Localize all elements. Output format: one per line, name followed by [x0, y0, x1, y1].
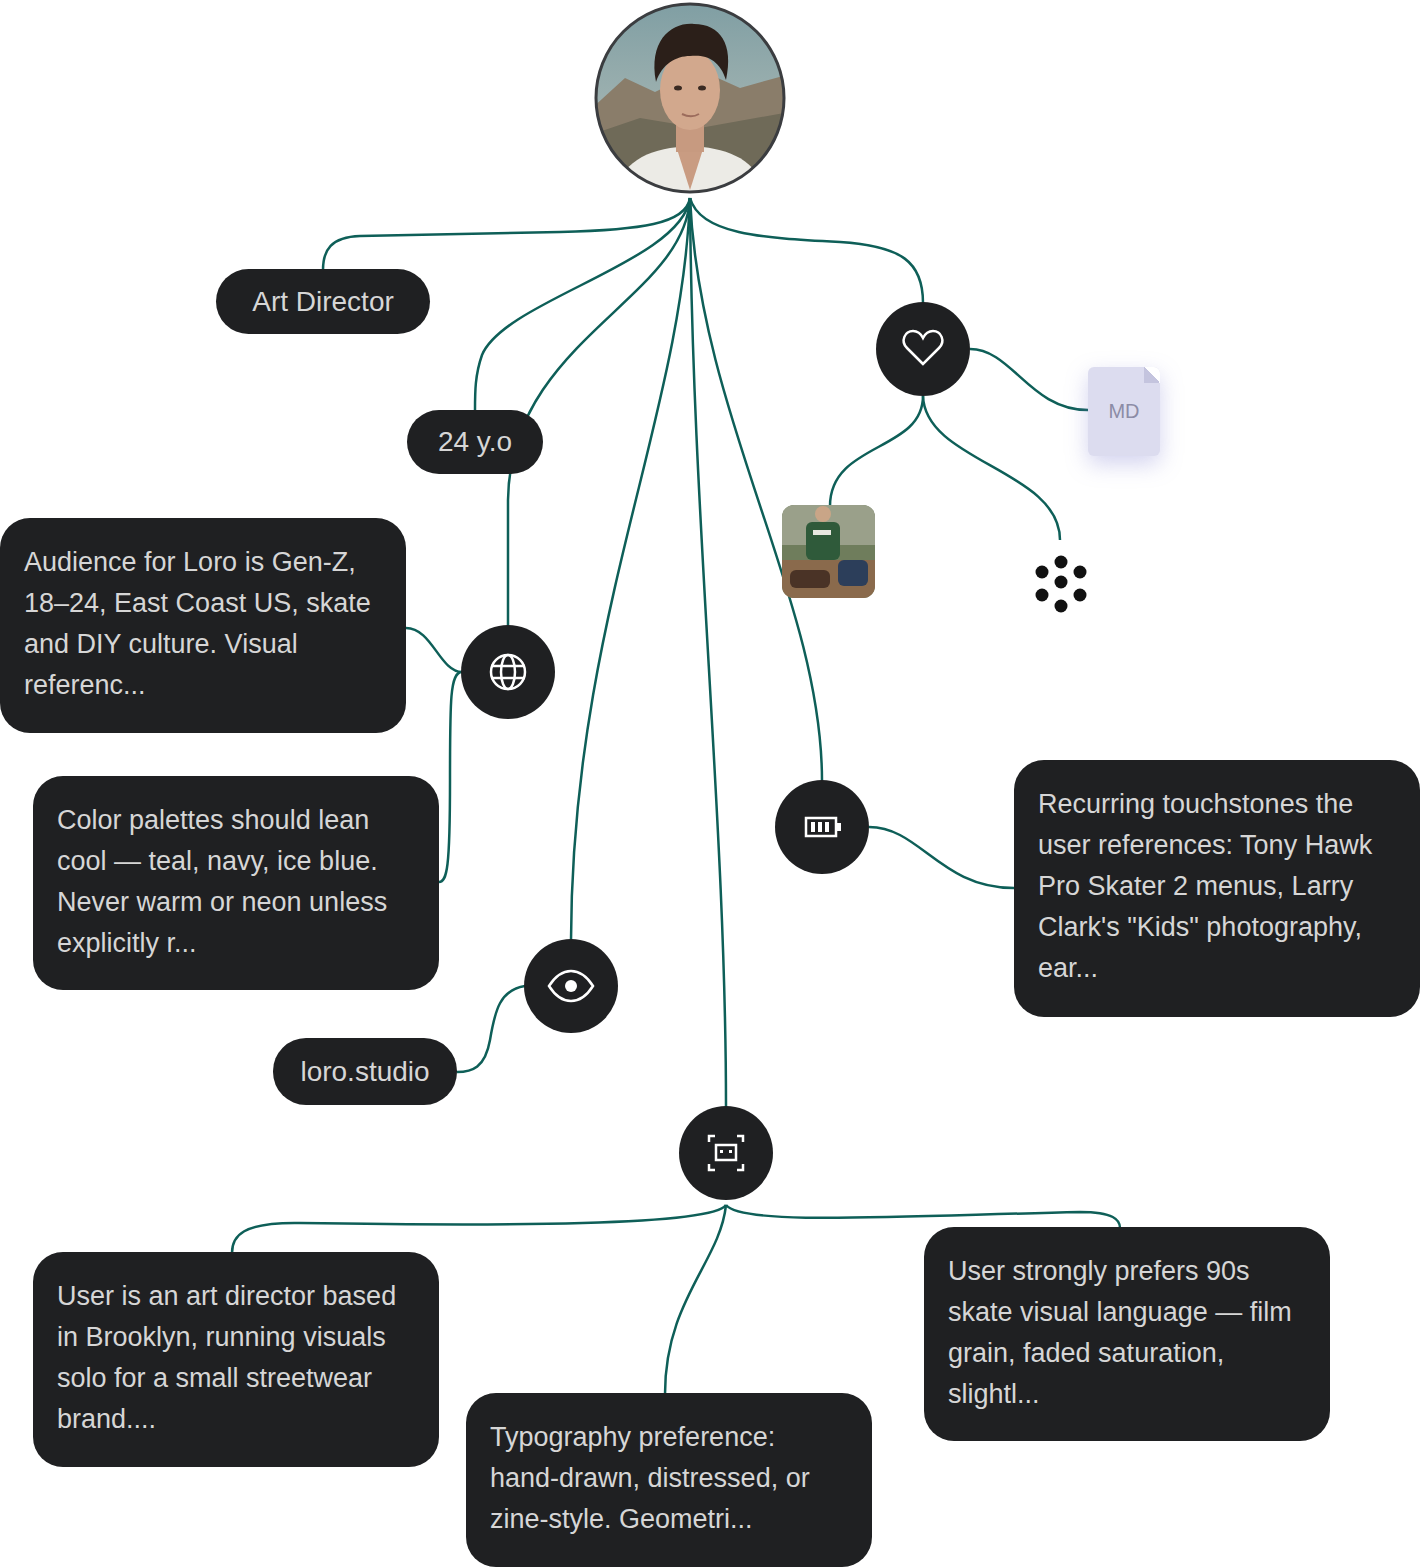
- photo-hills: [590, 112, 790, 200]
- hub-icon: [876, 302, 970, 396]
- photo-jacket: [806, 522, 840, 560]
- avatar-photo: [590, 0, 790, 200]
- node-text: loro.studio: [300, 1056, 429, 1088]
- battery-bar: [811, 822, 815, 832]
- dot: [1074, 589, 1087, 602]
- robot-symbol: [709, 1136, 743, 1170]
- wire: [690, 198, 923, 303]
- photo-backdrop: [782, 505, 875, 598]
- wire: [232, 1205, 726, 1253]
- wire: [323, 198, 690, 270]
- wire: [923, 396, 1060, 540]
- node-text: 24 y.o: [438, 426, 512, 458]
- node-text: Audience for Loro is Gen-Z, 18–24, East …: [24, 542, 384, 706]
- avatar-ring: [596, 4, 784, 192]
- profile-pill: loro.studio: [273, 1038, 457, 1105]
- profile-pill: 24 y.o: [407, 410, 543, 474]
- dot: [1055, 600, 1068, 613]
- wire: [690, 198, 822, 781]
- hub-circle: [461, 625, 555, 719]
- globe-meridian: [501, 655, 515, 689]
- battery-symbol: [806, 818, 841, 836]
- dot: [1055, 556, 1068, 569]
- photo-neck: [676, 118, 704, 152]
- node-text: User strongly prefers 90s skate visual l…: [948, 1251, 1308, 1415]
- hub-icon: [775, 780, 869, 874]
- scan-corners: [709, 1136, 743, 1170]
- dot: [1036, 589, 1049, 602]
- hub-icon: [679, 1106, 773, 1200]
- wire: [439, 672, 462, 882]
- wire: [830, 396, 923, 506]
- wire: [726, 1205, 1120, 1228]
- robot-face: [716, 1145, 736, 1160]
- node-text: Typography preference: hand-drawn, distr…: [490, 1417, 850, 1540]
- photo-neck: [676, 146, 704, 190]
- hub-circle: [524, 939, 618, 1033]
- photo-head: [815, 506, 831, 522]
- photo-shirt: [612, 146, 768, 200]
- wire: [571, 198, 690, 940]
- eye-symbol: [549, 971, 593, 1001]
- wire: [457, 986, 525, 1072]
- photo-hills: [590, 70, 790, 200]
- memory-card: Typography preference: hand-drawn, distr…: [466, 1393, 872, 1567]
- wire: [406, 628, 462, 672]
- node-text: User is an art director based in Brookly…: [57, 1276, 417, 1440]
- wire: [970, 349, 1088, 410]
- globe-outline: [491, 655, 525, 689]
- heart-symbol: [904, 331, 943, 364]
- photo-logo: [813, 530, 831, 535]
- photo-mouth: [682, 114, 699, 116]
- memory-card: Color palettes should lean cool — teal, …: [33, 776, 439, 990]
- photo-floor: [782, 560, 875, 598]
- dot: [1036, 566, 1049, 579]
- memory-card: User is an art director based in Brookly…: [33, 1252, 439, 1467]
- photo-eye: [674, 86, 682, 91]
- wire: [508, 198, 690, 626]
- node-text: Color palettes should lean cool — teal, …: [57, 800, 417, 964]
- robot-eye: [729, 1150, 732, 1153]
- battery-bar: [825, 822, 829, 832]
- dot: [1074, 566, 1087, 579]
- hub-icon: [461, 625, 555, 719]
- battery-bar: [818, 822, 822, 832]
- node-text: MD: [1108, 400, 1139, 423]
- node-text: Recurring touchstones the user reference…: [1038, 784, 1398, 989]
- photo-face: [660, 50, 720, 130]
- photo-figure: [838, 560, 868, 586]
- photo-sky: [590, 0, 790, 200]
- file-icon: MD: [1088, 367, 1160, 456]
- dot: [1055, 576, 1068, 589]
- wire: [665, 1205, 726, 1394]
- globe-symbol: [491, 655, 525, 689]
- hub-circle: [775, 780, 869, 874]
- dots-symbol: [1036, 556, 1087, 613]
- thumbnail-photo: [782, 505, 875, 598]
- eye-pupil: [565, 980, 577, 992]
- hub-circle: [679, 1106, 773, 1200]
- memory-card: Recurring touchstones the user reference…: [1014, 760, 1420, 1017]
- memory-card: User strongly prefers 90s skate visual l…: [924, 1227, 1330, 1441]
- profile-pill: Art Director: [216, 269, 430, 334]
- memory-card: Audience for Loro is Gen-Z, 18–24, East …: [0, 518, 406, 733]
- globe-parallel: [491, 677, 525, 680]
- wire: [690, 198, 726, 1107]
- node-text: Art Director: [252, 286, 394, 318]
- photo-hair: [654, 24, 728, 82]
- photo-eye: [698, 86, 706, 91]
- robot-eye: [720, 1150, 723, 1153]
- wire: [475, 198, 690, 410]
- photo-figure: [790, 570, 830, 588]
- battery-tip: [837, 823, 841, 831]
- hub-circle: [876, 302, 970, 396]
- hub-icon: [524, 939, 618, 1033]
- wire: [869, 827, 1014, 888]
- battery-body: [806, 818, 836, 836]
- photo-wall: [782, 505, 875, 545]
- globe-parallel: [491, 665, 525, 668]
